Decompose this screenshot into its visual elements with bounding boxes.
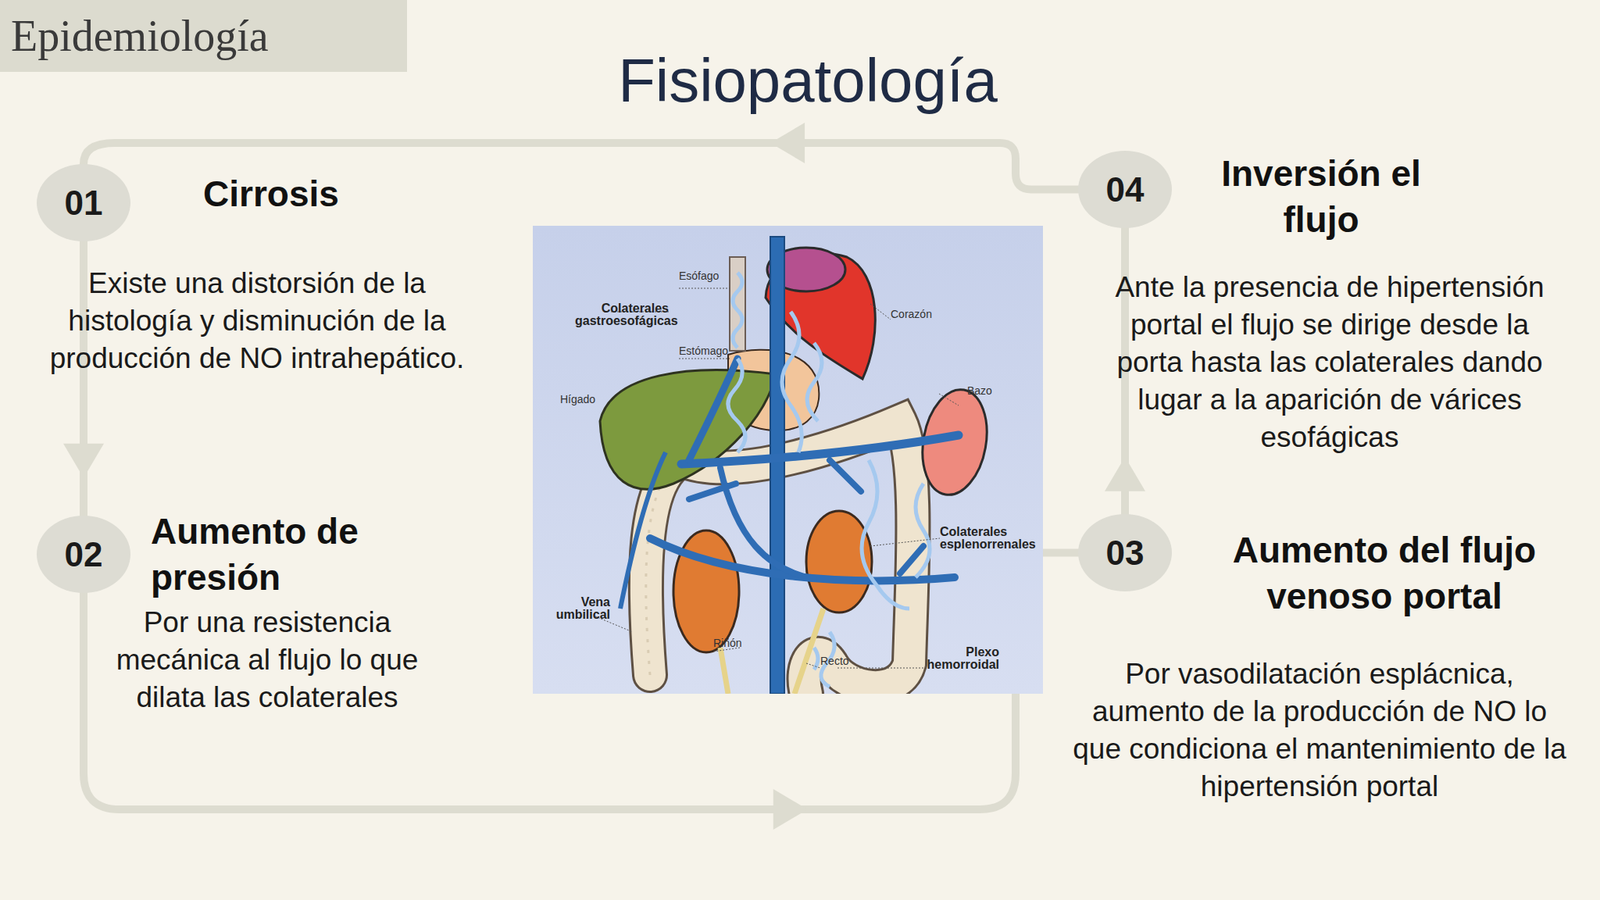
gastroesophageal-collaterals <box>728 272 746 453</box>
step-heading: Aumento del flujo venoso portal <box>1204 527 1565 620</box>
step-description: Existe una distorsión de la histología y… <box>38 264 476 378</box>
step-number: 02 <box>64 535 104 575</box>
step-number-circle: 03Aumento del flujo venoso portalPor vas… <box>1078 514 1172 592</box>
step-heading: Cirrosis <box>114 171 428 218</box>
collateral-veins <box>782 311 822 453</box>
arrow-head <box>770 122 805 164</box>
step-description: Ante la presencia de hipertensión portal… <box>1095 268 1565 457</box>
vena-cava <box>770 236 785 694</box>
leader-lines <box>595 288 959 668</box>
step-description: Por vasodilatación esplácnica, aumento d… <box>1065 655 1574 806</box>
step-number: 01 <box>64 183 104 223</box>
step-number: 03 <box>1106 533 1145 573</box>
anatomy-drawing <box>532 225 1043 694</box>
slide-title: Fisiopatología <box>495 45 1121 117</box>
anatomy-label: Bazo <box>967 384 993 397</box>
anatomy-label: Estómago <box>678 344 729 358</box>
anatomy-label: Colaterales gastroesofágicas <box>575 302 669 328</box>
step-number-circle: 01CirrosisExiste una distorsión de la hi… <box>36 164 131 242</box>
step-description: Por una resistencia mecánica al flujo lo… <box>95 603 440 717</box>
anatomy-label: Riñón <box>713 636 743 650</box>
anatomy-label: Corazón <box>890 307 933 321</box>
splenic-vein <box>681 435 959 465</box>
step-number-circle: 04Inversión el flujoAnte la presencia de… <box>1078 150 1172 229</box>
anatomy-label: Esófago <box>678 269 719 283</box>
step-number: 04 <box>1106 170 1145 210</box>
anatomy-illustration: EsófagoColaterales gastroesofágicasEstóm… <box>532 225 1043 694</box>
illustration-background <box>532 225 1043 694</box>
umbilical-vein <box>620 452 666 609</box>
portal-branches <box>689 460 924 579</box>
section-tab: Epidemiología <box>0 0 408 72</box>
step-number-circle: 02Aumento de presiónPor una resistencia … <box>36 515 131 593</box>
step-heading: Aumento de presión <box>150 508 433 601</box>
splenorenal-collaterals <box>861 460 930 609</box>
anatomy-label: Recto <box>820 654 850 668</box>
liver <box>600 370 776 490</box>
arrow-head <box>1104 457 1146 492</box>
section-tab-label: Epidemiología <box>10 10 269 61</box>
anatomy-label: Vena umbilical <box>547 596 611 622</box>
step-heading: Inversión el flujo <box>1196 150 1447 243</box>
anatomy-label: Plexo hemorroidal <box>921 646 1000 672</box>
arrow-head <box>63 443 104 479</box>
anatomy-label: Hígado <box>560 392 596 406</box>
anatomy-label: Colaterales esplenorrenales <box>939 525 1050 551</box>
arrow-head <box>773 789 808 830</box>
